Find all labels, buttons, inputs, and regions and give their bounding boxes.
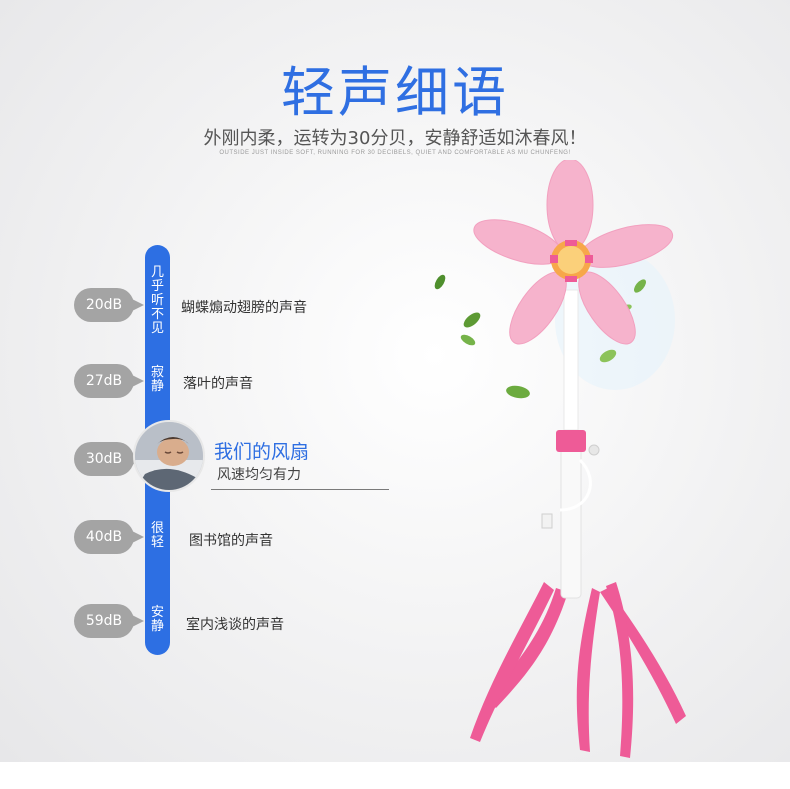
fan-blades: [473, 160, 674, 345]
height-collar: [556, 430, 586, 452]
fan-lower-pole: [560, 437, 582, 599]
our-fan-title: 我们的风扇: [214, 441, 310, 463]
pink-standing-fan-image: [434, 160, 686, 758]
scale-category-text: 寂静: [150, 365, 164, 394]
sleeping-person-avatar: [133, 420, 205, 492]
highlight-divider: [211, 489, 389, 490]
db-badge-59: 59dB: [74, 604, 144, 638]
power-cord: [559, 458, 592, 512]
scale-category-40db: 很轻: [145, 522, 170, 550]
scale-category-text: 安静: [150, 605, 164, 634]
fan-upper-pole: [563, 289, 579, 431]
scale-category-20db: 几乎听不见: [145, 266, 170, 336]
desc-27db: 落叶的声音: [183, 376, 253, 392]
wind-leaves: [434, 274, 646, 399]
fan-base: [470, 582, 686, 758]
scale-category-27db: 寂静: [145, 366, 170, 394]
db-badge-40: 40dB: [74, 520, 144, 554]
db-badge-30: 30dB: [74, 442, 144, 476]
desc-20db: 蝴蝶煽动翅膀的声音: [181, 300, 307, 316]
desc-59db: 室内浅谈的声音: [186, 617, 284, 633]
scale-category-text: 几乎听不见: [150, 265, 164, 336]
power-plug: [541, 513, 553, 529]
fan-hub-cap: [557, 246, 585, 274]
scale-category-text: 很轻: [150, 521, 164, 550]
page-title: 轻声细语: [281, 61, 509, 124]
sleeping-person-icon: [135, 422, 203, 490]
db-badge-27: 27dB: [74, 364, 144, 398]
desc-40db: 图书馆的声音: [189, 533, 273, 549]
page-subtitle: 外刚内柔，运转为30分贝，安静舒适如沐春风！: [203, 128, 587, 149]
our-fan-subtitle: 风速均匀有力: [217, 467, 301, 483]
english-caption: OUTSIDE JUST INSIDE SOFT, RUNNING FOR 30…: [219, 150, 571, 156]
bottom-band: [0, 762, 790, 789]
db-badge-20: 20dB: [74, 288, 144, 322]
scale-category-59db: 安静: [145, 606, 170, 634]
height-knob: [588, 444, 600, 456]
